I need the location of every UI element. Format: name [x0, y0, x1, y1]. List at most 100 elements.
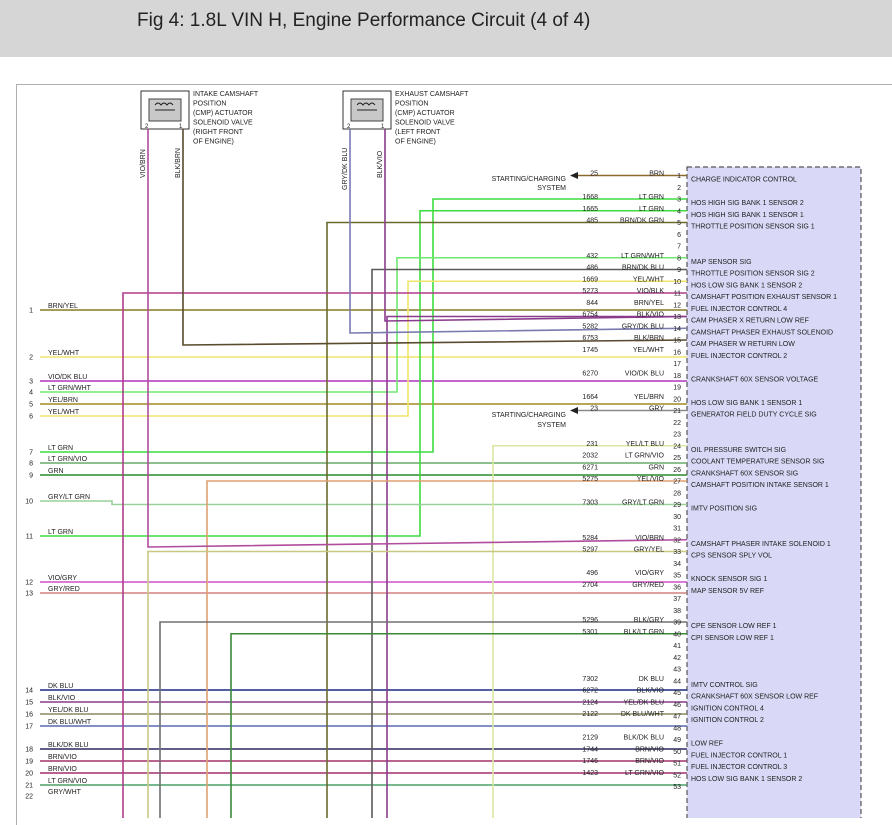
ecm-pin-number: 29	[673, 502, 681, 509]
ecm-signal-label: CAMSHAFT POSITION INTAKE SENSOR 1	[691, 482, 829, 489]
wire-pin-4	[40, 209, 687, 537]
left-wire-color-label: LT GRN/VIO	[48, 778, 88, 785]
ecm-pin-number: 20	[673, 396, 681, 403]
circuit-number: 2032	[582, 453, 598, 460]
wire-color-label: BRN	[649, 171, 664, 178]
ecm-signal-label: LOW REF	[691, 741, 723, 748]
ecm-connector-box	[686, 166, 862, 818]
ecm-pin-number: 27	[673, 479, 681, 486]
ecm-signal-label: CAM PHASER X RETURN LOW REF	[691, 318, 809, 325]
ecm-pin-number: 33	[673, 549, 681, 556]
circuit-number: 23	[590, 406, 598, 413]
left-wire-color-label: GRN	[48, 468, 64, 475]
intake-cmp-solenoid	[140, 90, 190, 130]
ecm-signal-label: THROTTLE POSITION SENSOR SIG 1	[691, 224, 815, 231]
ecm-signal-label: CAMSHAFT POSITION EXHAUST SENSOR 1	[691, 294, 837, 301]
ecm-signal-label: HOS LOW SIG BANK 1 SENSOR 2	[691, 282, 802, 289]
ecm-pin-number: 50	[673, 749, 681, 756]
wire-color-label: GRY/LT GRN	[622, 500, 664, 507]
left-connector-pin: 7	[29, 450, 33, 457]
component-pin: 1	[179, 124, 183, 130]
ecm-pin-number: 35	[673, 573, 681, 580]
wire-color-label: BLK/LT GRN	[624, 629, 664, 636]
exhaust-cmp-solenoid	[342, 90, 392, 130]
wire-color-label: LT GRN/WHT	[621, 253, 665, 260]
component-pin: 2	[347, 124, 351, 130]
ecm-signal-label: HOS LOW SIG BANK 1 SENSOR 2	[691, 776, 802, 783]
left-wire-color-label: GRY/WHT	[48, 789, 82, 796]
circuit-number: 6753	[582, 335, 598, 342]
ecm-pin-number: 51	[673, 761, 681, 768]
component-label: SOLENOID VALVE	[193, 120, 253, 127]
left-connector-pin: 21	[25, 783, 33, 790]
wire-pin-8	[40, 256, 687, 393]
wire-color-label: GRY/RED	[632, 582, 664, 589]
left-wire-color-label: BLK/DK BLU	[48, 742, 88, 749]
ecm-pin-number: 34	[673, 561, 681, 568]
wire-color-label: YEL/LT BLU	[626, 441, 664, 448]
ecm-pin-number: 52	[673, 772, 681, 779]
wire-color-label: BRN/VIO	[635, 746, 664, 753]
wires-layer	[40, 129, 688, 818]
wire-color-label: VIO/DK BLU	[625, 370, 664, 377]
wire-color-label: YEL/BRN	[634, 394, 664, 401]
circuit-number: 5282	[582, 323, 598, 330]
ecm-signal-label: CHARGE INDICATOR CONTROL	[691, 177, 797, 184]
wire-color-label: VIO/BRN	[140, 149, 147, 178]
title-bar: Fig 4: 1.8L VIN H, Engine Performance Ci…	[0, 0, 892, 57]
wire-pin-10	[40, 280, 687, 417]
circuit-number: 1664	[582, 394, 598, 401]
ecm-pin-number: 41	[673, 643, 681, 650]
component-label: EXHAUST CAMSHAFT	[395, 91, 469, 98]
ecm-signal-label: CRANKSHAFT 60X SENSOR VOLTAGE	[691, 376, 819, 383]
left-connector-pin: 13	[25, 591, 33, 598]
left-connector-pin: 6	[29, 414, 33, 421]
ecm-pin-number: 44	[673, 678, 681, 685]
circuit-number: 6271	[582, 464, 598, 471]
wire-color-label: VIO/GRY	[635, 570, 664, 577]
wire-color-label: GRY/DK BLU	[342, 148, 349, 190]
wire-color-label: LT GRN/VIO	[625, 770, 665, 777]
ecm-pin-number: 53	[673, 784, 681, 791]
left-wire-color-label: VIO/GRY	[48, 575, 77, 582]
wire-pin-27	[206, 480, 687, 818]
starting-charging-label: SYSTEM	[537, 422, 566, 429]
circuit-number: 25	[590, 171, 598, 178]
ecm-signal-label: CAMSHAFT PHASER EXHAUST SOLENOID	[691, 329, 833, 336]
circuit-number: 2122	[582, 711, 598, 718]
ecm-signal-label: CAM PHASER W RETURN LOW	[691, 341, 795, 348]
left-wire-color-label: BLK/VIO	[48, 695, 76, 702]
ecm-signal-label: CPE SENSOR LOW REF 1	[691, 623, 777, 630]
circuit-number: 5284	[582, 535, 598, 542]
left-wire-color-label: YEL/WHT	[48, 350, 80, 357]
ecm-pin-number: 2	[677, 185, 681, 192]
circuit-number: 2124	[582, 699, 598, 706]
ecm-pin-number: 6	[677, 232, 681, 239]
ecm-pin-number: 42	[673, 655, 681, 662]
wire-color-label: BLK/DK BLU	[624, 735, 664, 742]
circuit-number: 6754	[582, 312, 598, 319]
wire-color-label: BRN/DK GRN	[620, 218, 664, 225]
ecm-pin-number: 37	[673, 596, 681, 603]
ecm-signal-label: IMTV CONTROL SIG	[691, 682, 758, 689]
component-label: (CMP) ACTUATOR	[395, 110, 455, 117]
coil-icon	[356, 102, 376, 106]
circuit-number: 1745	[582, 347, 598, 354]
circuit-number: 1668	[582, 194, 598, 201]
left-connector-pin: 11	[26, 534, 33, 541]
left-wire-color-label: GRY/LT GRN	[48, 494, 90, 501]
wire-color-label: LT GRN	[639, 206, 664, 213]
circuit-number: 1665	[582, 206, 598, 213]
ecm-signal-label: FUEL INJECTOR CONTROL 3	[691, 764, 787, 771]
starting-charging-label: SYSTEM	[537, 185, 566, 192]
left-wire-color-label: BRN/YEL	[48, 303, 78, 310]
ecm-signal-label: CAMSHAFT PHASER INTAKE SOLENOID 1	[691, 541, 831, 548]
ecm-pin-number: 10	[673, 279, 681, 286]
ecm-pin-number: 5	[677, 220, 681, 227]
wire-color-label: BLK/VIO	[637, 688, 665, 695]
wire-pin-5	[326, 221, 687, 818]
ecm-signal-label: COOLANT TEMPERATURE SENSOR SIG	[691, 459, 824, 466]
ecm-pin-number: 14	[673, 326, 681, 333]
left-wire-color-label: DK BLU/WHT	[48, 719, 92, 726]
